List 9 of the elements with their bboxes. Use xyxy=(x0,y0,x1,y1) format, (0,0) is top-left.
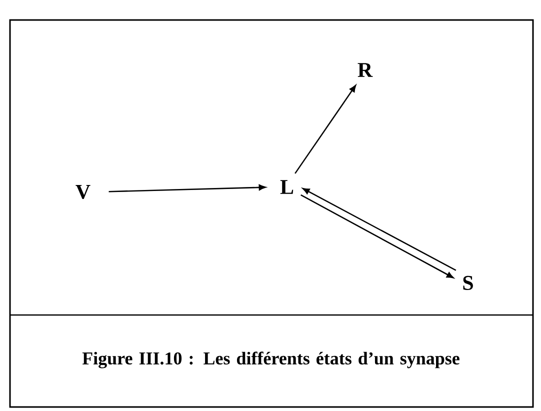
figure-caption: Figure III.10 : Les différents états d’un synapse xyxy=(82,352,460,368)
node-letter: V xyxy=(76,184,90,200)
arrow xyxy=(302,188,456,271)
arrow xyxy=(294,85,356,174)
arrow xyxy=(108,184,266,192)
node-letter: S xyxy=(463,276,473,290)
node-letter: R xyxy=(358,63,373,77)
node-letter: L xyxy=(280,180,294,194)
arrow xyxy=(300,194,454,278)
